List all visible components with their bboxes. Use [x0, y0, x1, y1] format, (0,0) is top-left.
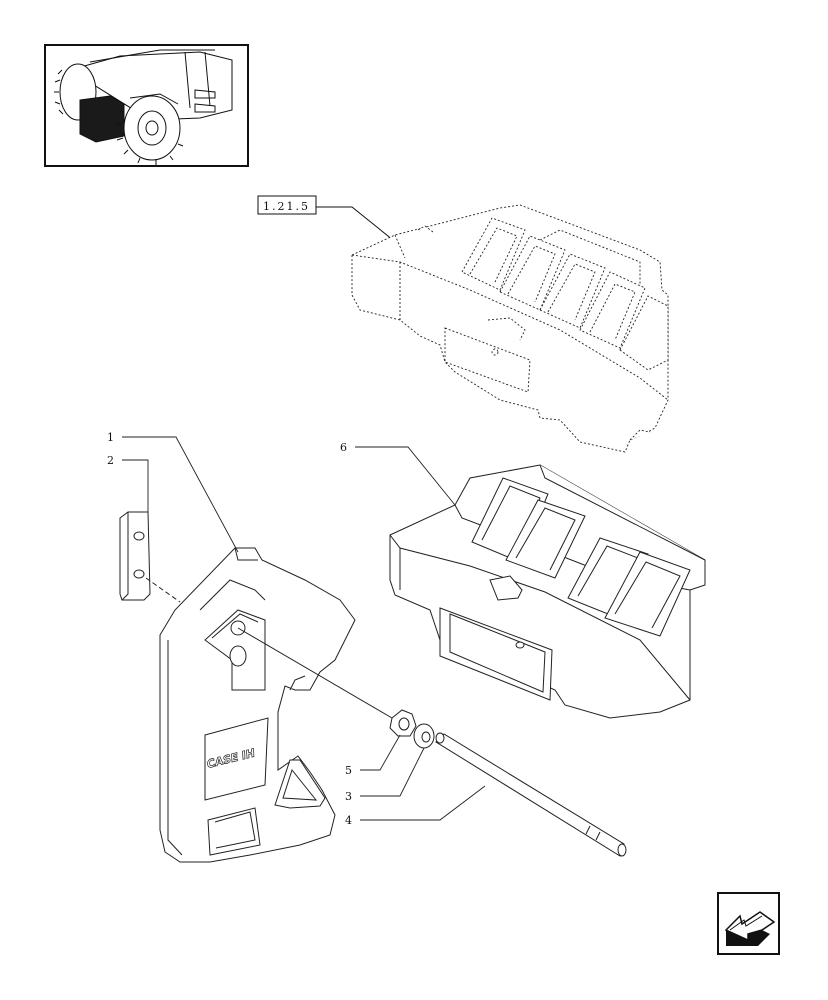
- bolt-part-4[interactable]: [435, 732, 627, 857]
- nut-part-5[interactable]: [389, 709, 417, 737]
- tractor-thumbnail[interactable]: [44, 44, 249, 167]
- ballast-carrier-part-6[interactable]: [389, 464, 706, 719]
- assembly-axis-line: [237, 627, 393, 719]
- reference-label: 1.21.5: [263, 200, 310, 213]
- ballast-carrier-reference: [351, 204, 669, 453]
- front-weight-part-1[interactable]: [159, 547, 356, 863]
- callout-5[interactable]: 5: [345, 764, 353, 777]
- leader-3: [360, 747, 425, 797]
- callout-1[interactable]: 1: [107, 431, 115, 444]
- leader-5: [360, 734, 401, 771]
- tractor-icon: [54, 49, 233, 165]
- leader-6: [355, 446, 456, 506]
- callout-6[interactable]: 6: [340, 441, 348, 454]
- leader-1: [122, 436, 239, 553]
- callout-4[interactable]: 4: [345, 814, 353, 827]
- plate-alignment-line: [145, 577, 181, 603]
- callout-3[interactable]: 3: [345, 790, 353, 803]
- callout-leaders: [122, 436, 486, 821]
- reference-leader-line: [316, 206, 394, 241]
- leader-2: [122, 459, 149, 512]
- leader-4: [360, 785, 486, 821]
- washer-part-3[interactable]: [413, 723, 435, 749]
- plate-part-2[interactable]: [119, 511, 151, 601]
- reference-link-1-21-5[interactable]: 1.21.5: [257, 195, 317, 215]
- callout-2[interactable]: 2: [107, 454, 115, 467]
- front-weight-highlight: [79, 95, 125, 143]
- back-arrow-icon[interactable]: [717, 892, 780, 955]
